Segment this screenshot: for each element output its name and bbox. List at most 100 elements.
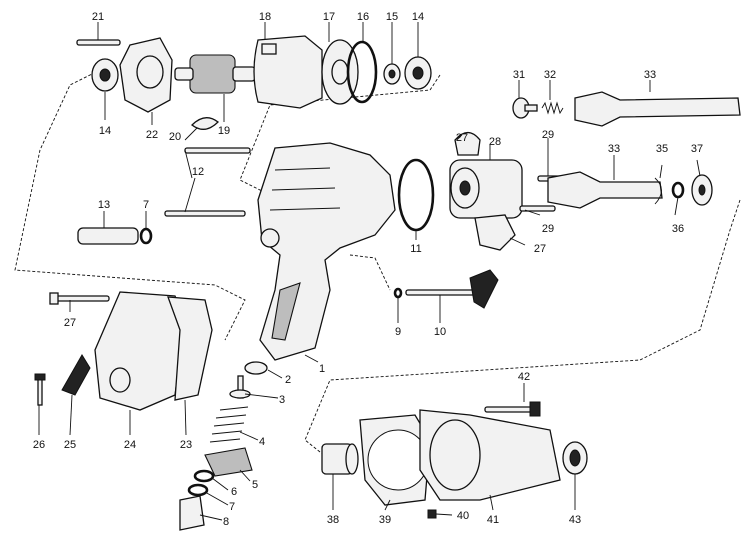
part-6-o-ring	[193, 469, 215, 483]
part-19-rotor	[174, 54, 256, 94]
part-22-end-plate	[119, 37, 173, 113]
part-30-pin-lower	[519, 205, 556, 212]
part-28-hammer-lower	[474, 214, 516, 251]
part-14-bearing-right	[404, 56, 432, 90]
part-20-vane	[191, 117, 219, 130]
part-9-o-ring	[393, 287, 403, 299]
label-14-top: 14	[412, 11, 424, 23]
guide-line-right	[304, 199, 741, 461]
label-5: 5	[252, 479, 258, 491]
leader-lines	[38, 22, 701, 521]
label-30-top: 29	[542, 129, 554, 141]
part-21-pin	[76, 39, 121, 46]
guide-line-trigger	[349, 254, 391, 291]
label-6: 6	[231, 486, 237, 498]
label-30-lower: 29	[542, 223, 554, 235]
part-31-pin	[512, 97, 538, 119]
part-28-hammer-upper	[454, 131, 481, 156]
label-32: 32	[544, 69, 556, 81]
label-20: 20	[169, 131, 181, 143]
part-7-o-ring-lower	[187, 483, 209, 497]
part-7-o-ring-upper	[139, 227, 153, 245]
part-26-screw	[34, 373, 46, 406]
label-4: 4	[259, 436, 265, 448]
part-38-bushing	[321, 443, 359, 475]
label-39: 39	[379, 514, 391, 526]
label-41: 41	[487, 514, 499, 526]
guide-line-mid	[239, 74, 441, 201]
label-42: 42	[518, 371, 530, 383]
label-29: 28	[489, 136, 501, 148]
label-36: 36	[672, 223, 684, 235]
part-12-pin-upper	[184, 147, 251, 154]
part-12-pin-lower	[164, 210, 246, 217]
label-28-top: 27	[456, 132, 468, 144]
label-17: 17	[323, 11, 335, 23]
part-16-o-ring	[346, 40, 378, 104]
part-41-hammer-case	[419, 409, 561, 501]
label-23: 23	[180, 439, 192, 451]
part-33-anvil-top	[574, 91, 741, 127]
label-19: 19	[218, 125, 230, 137]
part-4-spring	[209, 406, 249, 443]
part-37-washer	[691, 174, 713, 206]
part-32-spring	[541, 101, 564, 115]
label-27: 27	[64, 317, 76, 329]
label-9: 9	[395, 326, 401, 338]
part-29-hammer-cage	[449, 159, 523, 219]
label-38: 38	[327, 514, 339, 526]
label-22: 22	[146, 129, 158, 141]
label-21: 21	[92, 11, 104, 23]
part-2-washer	[244, 361, 268, 375]
label-16: 16	[357, 11, 369, 23]
label-35: 35	[656, 143, 668, 155]
label-40: 40	[457, 510, 469, 522]
label-10: 10	[434, 326, 446, 338]
part-25-deflector	[61, 354, 91, 396]
label-11: 11	[410, 243, 421, 255]
part-18-cylinder	[253, 35, 323, 109]
label-31: 31	[513, 69, 525, 81]
part-33-anvil	[547, 171, 663, 209]
label-3: 3	[279, 394, 285, 406]
label-8: 8	[223, 516, 229, 528]
part-3-valve-stem	[229, 375, 251, 399]
part-10-trigger	[405, 269, 499, 309]
part-43-bushing	[562, 441, 588, 475]
part-42-bolt	[484, 401, 541, 417]
label-7-lower: 7	[229, 501, 235, 513]
label-28-lower: 27	[534, 243, 546, 255]
label-43: 43	[569, 514, 581, 526]
part-15-spacer	[383, 63, 401, 85]
part-5-screen	[204, 447, 253, 477]
label-2: 2	[285, 374, 291, 386]
part-27-bolt	[49, 292, 110, 305]
part-36-o-ring	[671, 181, 685, 199]
part-14-bearing-left	[91, 58, 119, 92]
part-1-housing	[257, 142, 396, 361]
guide-line-top	[14, 69, 246, 341]
part-11-o-ring	[397, 158, 435, 232]
part-35-retaining-ring	[654, 177, 662, 205]
label-33-top: 33	[644, 69, 656, 81]
label-33: 33	[608, 143, 620, 155]
part-24-back-cover	[94, 291, 186, 411]
label-1: 1	[319, 363, 325, 375]
label-25: 25	[64, 439, 76, 451]
label-13: 13	[98, 199, 110, 211]
part-23-gasket	[167, 296, 213, 401]
part-39-gasket	[359, 414, 431, 506]
label-14-left: 14	[99, 125, 111, 137]
label-26: 26	[33, 439, 45, 451]
label-7-upper: 7	[143, 199, 149, 211]
label-24: 24	[124, 439, 136, 451]
part-40-screw	[427, 509, 437, 519]
label-12: 12	[192, 166, 204, 178]
label-18: 18	[259, 11, 271, 23]
part-13-reverse-valve	[77, 227, 139, 245]
label-37: 37	[691, 143, 703, 155]
part-8-inlet	[179, 495, 205, 531]
label-15: 15	[386, 11, 398, 23]
